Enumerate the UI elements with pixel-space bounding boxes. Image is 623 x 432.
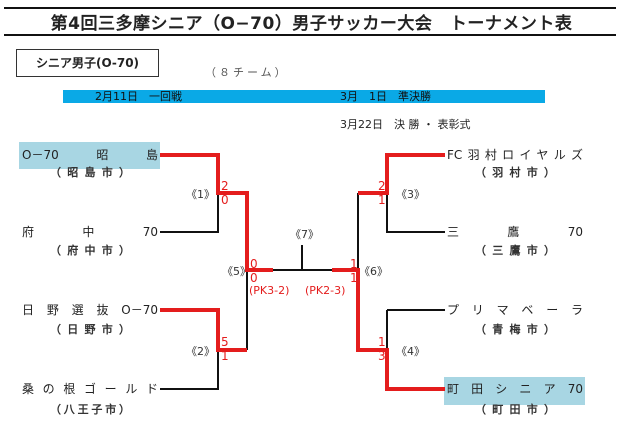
- title-rule-top: [4, 7, 616, 9]
- score: 1: [350, 271, 358, 285]
- match-label: 《6》: [359, 265, 388, 278]
- team-city: （府中市）: [50, 244, 130, 257]
- team-name: 町田シニア70: [447, 382, 583, 396]
- team-city: （日野市）: [50, 323, 130, 336]
- score: 1: [350, 257, 358, 271]
- score: 1: [378, 335, 386, 349]
- round1-date: 2月11日 一回戦: [95, 90, 182, 103]
- semi-date: 3月 1日 準決勝: [340, 90, 431, 103]
- pk-score: (PK2-3): [305, 284, 346, 297]
- team-count: （８チーム）: [205, 66, 289, 79]
- match-label: 《4》: [396, 345, 425, 358]
- match-label: 《3》: [396, 188, 425, 201]
- title-rule-bottom: [4, 34, 616, 36]
- score: 5: [221, 335, 229, 349]
- team-name: 桑の根ゴールド: [22, 382, 158, 396]
- match-label: 《2》: [186, 345, 215, 358]
- match-label: 《1》: [186, 188, 215, 201]
- page-title: 第4回三多摩シニア（O−70）男子サッカー大会 トーナメント表: [50, 14, 573, 34]
- score: 0: [250, 257, 258, 271]
- score: 3: [378, 349, 386, 363]
- score: 1: [378, 193, 386, 207]
- match-label: 《5》: [222, 265, 251, 278]
- team-name: FC羽村ロイヤルズ: [447, 148, 583, 162]
- team-city: （町田市）: [475, 403, 555, 416]
- score: 0: [221, 193, 229, 207]
- team-city: （青梅市）: [475, 323, 555, 336]
- final-date: 3月22日 決 勝 ・ 表彰式: [340, 118, 471, 131]
- team-name: 日野選抜O－70: [22, 303, 158, 317]
- team-name: 府中70: [22, 225, 158, 239]
- match-label-final: 《7》: [290, 228, 319, 241]
- score: 1: [221, 349, 229, 363]
- score: 2: [221, 179, 229, 193]
- highlight-winner-right: [444, 377, 585, 405]
- score: 0: [250, 271, 258, 285]
- team-city: （八王子市）: [50, 403, 130, 416]
- pk-score: (PK3-2): [249, 284, 290, 297]
- team-name: プリマベーラ: [447, 303, 583, 317]
- team-name: O－70昭島: [22, 148, 158, 162]
- highlight-winner-left: [19, 142, 160, 169]
- score: 2: [378, 179, 386, 193]
- division-label: シニア男子(O-70): [16, 49, 159, 77]
- team-city: （三鷹市）: [475, 244, 555, 257]
- schedule-bar: [63, 90, 545, 103]
- team-city: （羽村市）: [475, 166, 555, 179]
- team-name: 三鷹70: [447, 225, 583, 239]
- team-city: （昭島市）: [50, 166, 130, 179]
